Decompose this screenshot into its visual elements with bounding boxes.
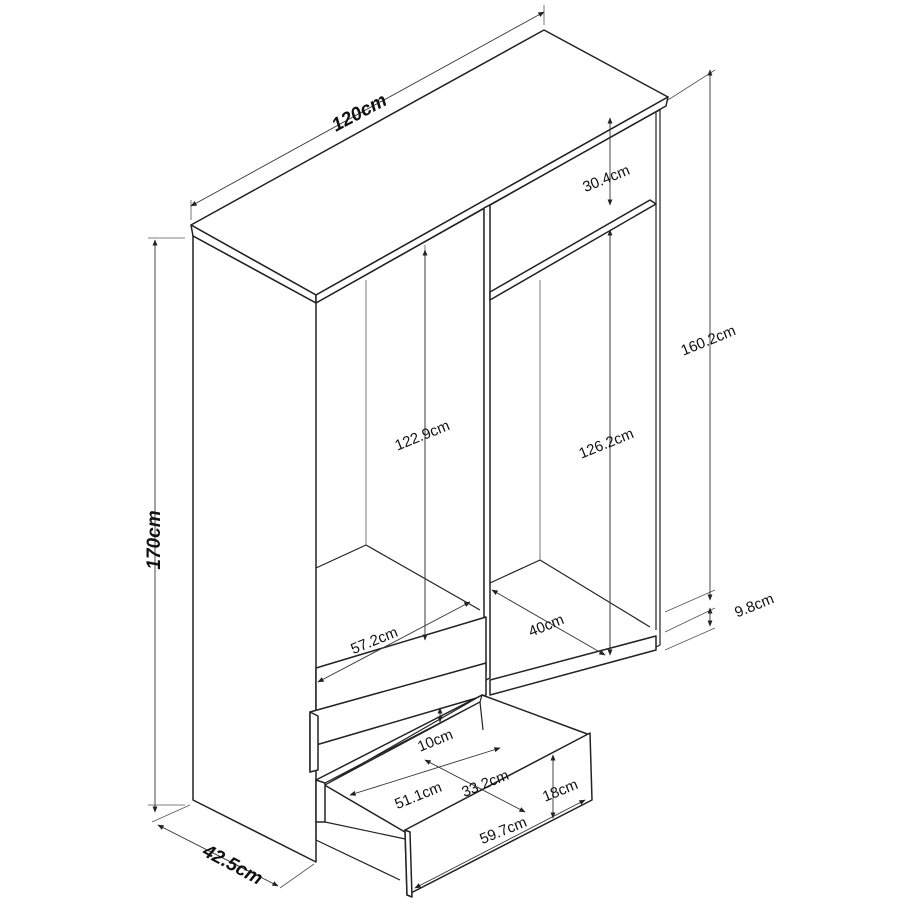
drawer-middle — [309, 662, 487, 773]
left-floor — [315, 544, 481, 611]
label-right-height: 126.2cm — [576, 425, 636, 462]
right-floor — [489, 559, 651, 628]
drawer-back — [324, 693, 483, 786]
dim-height: 170cm — [144, 237, 185, 813]
dim-plinth: 9.8cm — [664, 590, 776, 651]
left-side-panel — [192, 235, 317, 863]
right-side-panel — [649, 109, 661, 651]
dim-right-height: 126.2cm — [576, 229, 636, 656]
dim-inner-height: 160.2cm — [664, 69, 738, 613]
drawer-left-side — [315, 779, 326, 823]
dim-left-height: 122.9cm — [392, 249, 452, 641]
label-left-height: 122.9cm — [392, 417, 452, 454]
label-top-gap: 30.4cm — [580, 162, 632, 196]
label-inner-height: 160.2cm — [678, 322, 738, 359]
top-shelf — [489, 199, 657, 301]
right-plinth — [489, 635, 657, 696]
top-panel — [190, 29, 669, 296]
dim-right-width: 40cm — [491, 589, 606, 656]
label-depth: 42.5cm — [198, 840, 266, 889]
label-plinth: 9.8cm — [732, 590, 776, 621]
label-right-width: 40cm — [526, 611, 566, 641]
label-height: 170cm — [144, 510, 165, 569]
middle-divider — [483, 204, 491, 682]
